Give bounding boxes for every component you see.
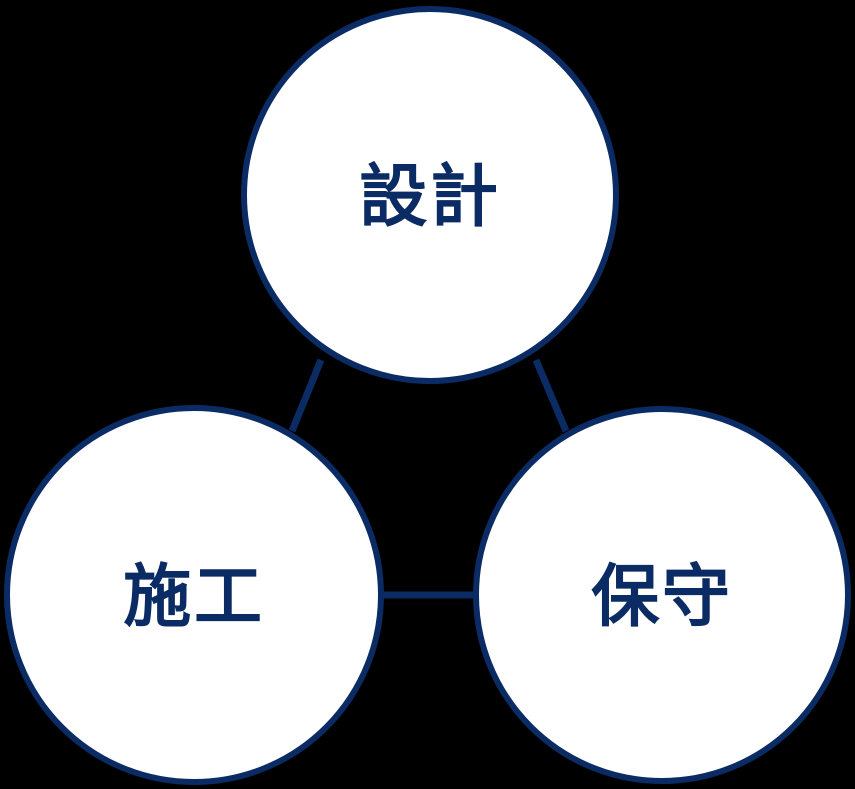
node-construction[interactable]: 施工 xyxy=(4,405,384,785)
node-design-label: 設計 xyxy=(359,159,500,235)
connector-group xyxy=(288,358,570,599)
connector-design-to-construction xyxy=(288,358,325,433)
node-maintenance[interactable]: 保守 xyxy=(473,406,851,784)
connector-design-to-maintenance xyxy=(532,358,570,433)
node-construction-circle[interactable] xyxy=(4,405,384,785)
node-maintenance-label: 保守 xyxy=(591,559,732,635)
node-design[interactable]: 設計 xyxy=(241,6,619,384)
node-design-circle[interactable] xyxy=(241,6,619,384)
node-maintenance-circle[interactable] xyxy=(473,406,851,784)
node-construction-label: 施工 xyxy=(123,559,264,635)
